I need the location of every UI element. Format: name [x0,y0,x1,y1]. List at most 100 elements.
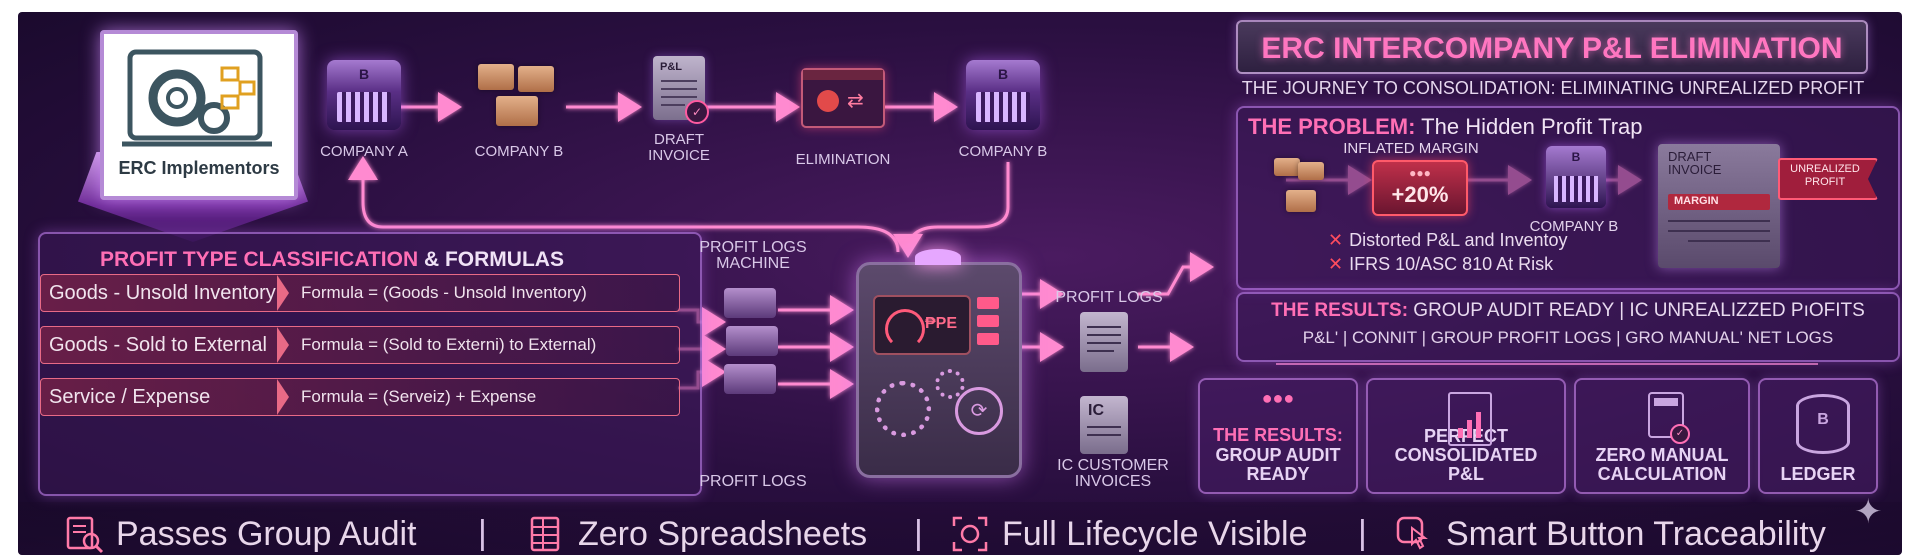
profit-logs-doc-icon [1080,312,1128,372]
unrealized-profit-flag: UNREALIZED PROFIT [1778,158,1878,200]
footer-item-traceability: Smart Button Traceability [1394,514,1826,554]
spreadsheet-icon [530,516,560,552]
report-chart-icon [1448,392,1492,446]
node-label: COMPANY A [320,143,408,160]
results-line-1-rest: GROUP AUDIT READY | IC UNREALIZZED PıOFI… [1408,300,1865,321]
node-label: ELIMINATION [795,151,891,168]
problem-heading: THE PROBLEM: The Hidden Profit Trap [1248,114,1643,140]
cycle-icon: ⟳ [955,387,1003,435]
invoice-doc-icon: P&L ✓ [653,56,709,124]
results-line-2: P&L' | CONNIT | GROUP PROFIT LOGS | GRO … [1302,328,1834,347]
profit-logs-label: PROFIT LOGS [699,473,807,490]
invoice-margin: MARGIN [1674,195,1719,207]
arrow-company-b-to-machine [893,162,1010,258]
x-icon: ✕ [1328,230,1344,250]
gauge-text: ₱PE [925,315,958,332]
footer-item-text: Zero Spreadsheets [578,514,868,553]
infographic-canvas: ERC Implementors B COMPANY A COMPANY B P… [18,12,1902,555]
result-card-text: GROUP AUDIT READY [1215,445,1341,484]
profit-logs-output-label: PROFIT LOGS [1055,289,1163,306]
gear-workflow-icon [122,49,272,147]
chevron-right-icon [277,275,289,311]
result-card-consolidated: PERFECT CONSOLIDATED P&L [1366,378,1566,494]
node-elimination: ⇄ ELIMINATION [778,68,908,168]
page-subtitle: THE JOURNEY TO CONSOLIDATION: ELIMINATIN… [1241,78,1865,98]
row-formula: Formula = (Serveiz) + Expense [301,387,537,406]
result-card-text: LEDGER [1780,464,1856,484]
row-label: Goods - Unsold Inventory [49,281,276,304]
risk-item-1: ✕Distorted P&L and Inventoy [1328,230,1568,251]
classification-row-unsold: Goods - Unsold Inventory Formula = (Good… [40,274,680,312]
result-card-ledger: B LEDGER [1758,378,1878,494]
boxes-icon [474,60,564,130]
gauge-icon: ₱PE [873,295,971,355]
footer-separator: | [914,514,923,552]
risk-text: IFRS 10/ASC 810 At Risk [1349,254,1554,274]
node-label: COMPANY B [474,143,564,160]
footer-item-text: Passes Group Audit [116,514,417,553]
logo-text: ERC Implementors [118,158,280,178]
row-formula: Formula = (Goods - Unsold Inventory) [301,283,587,302]
footer-separator: | [478,514,487,552]
inflated-percent: +20% [1391,182,1449,207]
cube-letter: B [1571,150,1581,164]
footer-item-spreadsheets: Zero Spreadsheets [526,514,867,554]
logo-card: ERC Implementors [100,30,298,200]
profit-logs-machine: ₱PE ⟳ [856,249,1022,478]
problem-heading-rest: The Hidden Profit Trap [1415,114,1643,139]
node-label: DRAFT INVOICE [648,131,710,164]
node-company-b: B COMPANY B [938,60,1068,160]
team-icon: ●●● [1261,388,1295,408]
footer-item-lifecycle: Full Lifecycle Visible [950,514,1308,554]
cube-icon: B [966,60,1040,130]
footer-item-text: Full Lifecycle Visible [1002,514,1308,553]
elimination-window-icon: ⇄ [801,68,885,128]
problem-company-label: COMPANY B [1529,218,1619,235]
company-b-cube-icon: B [1546,146,1606,208]
ledger-badge: B [1817,411,1829,428]
profit-logs-machine-label: PROFIT LOGS MACHINE [699,239,807,272]
goods-boxes-icon [1274,158,1324,222]
title-banner: ERC INTERCOMPANY P&L ELIMINATION [1236,20,1868,74]
result-card-text: PERFECT CONSOLIDATED P&L [1394,426,1538,484]
ic-invoices-label: IC CUSTOMER INVOICES [1057,457,1169,490]
results-banner [1236,292,1900,362]
row-label: Goods - Sold to External [49,333,267,356]
node-label: COMPANY B [958,143,1048,160]
result-card-zero-manual: ✓ ZERO MANUAL CALCULATION [1574,378,1750,494]
row-formula: Formula = (Sold to Externi) to External) [301,335,597,354]
node-company-a: B COMPANY A [314,60,414,160]
inflated-margin-label: INFLATED MARGIN [1343,140,1479,157]
result-card-audit: ●●● THE RESULTS: GROUP AUDIT READY [1198,378,1358,494]
classification-row-service: Service / Expense Formula = (Serveiz) + … [40,378,680,416]
unrealized-text: UNREALIZED PROFIT [1790,163,1860,188]
draft-invoice-card: DRAFT INVOICE MARGIN [1658,144,1780,268]
smart-button-icon [1396,516,1428,550]
classification-title: PROFIT TYPE CLASSIFICATION & FORMULAS [100,248,564,272]
ic-badge: IC [1088,402,1104,419]
calculator-icon: ✓ [1648,392,1690,444]
footer-item-text: Smart Button Traceability [1446,514,1826,553]
server-stack-icon [724,288,780,396]
database-icon: B [1796,394,1850,454]
row-label: Service / Expense [49,385,211,408]
results-accent: THE RESULTS: [1271,300,1409,321]
invoice-title: DRAFT INVOICE [1668,149,1722,177]
page-title: ERC INTERCOMPANY P&L ELIMINATION [1261,32,1843,65]
footer-bar [18,502,1902,555]
node-company-b-boxes: COMPANY B [464,60,574,160]
gear-icon [875,381,931,437]
machine-intake [915,249,961,265]
arrow-profit-logs-to-results [1138,252,1214,296]
inflated-margin-badge: ●●● +20% [1372,160,1468,216]
results-line-1: THE RESULTS: GROUP AUDIT READY | IC UNRE… [1248,300,1888,322]
risk-text: Distorted P&L and Inventoy [1349,230,1568,250]
x-icon: ✕ [1328,254,1344,274]
people-icon: ●●● [1409,166,1431,180]
classification-title-accent: PROFIT TYPE CLASSIFICATION [100,248,419,271]
footer-item-audit: Passes Group Audit [64,514,417,554]
chevron-right-icon [277,379,289,415]
classification-row-sold-external: Goods - Sold to External Formula = (Sold… [40,326,680,364]
lifecycle-icon [952,516,988,552]
footer-separator: | [1358,514,1367,552]
